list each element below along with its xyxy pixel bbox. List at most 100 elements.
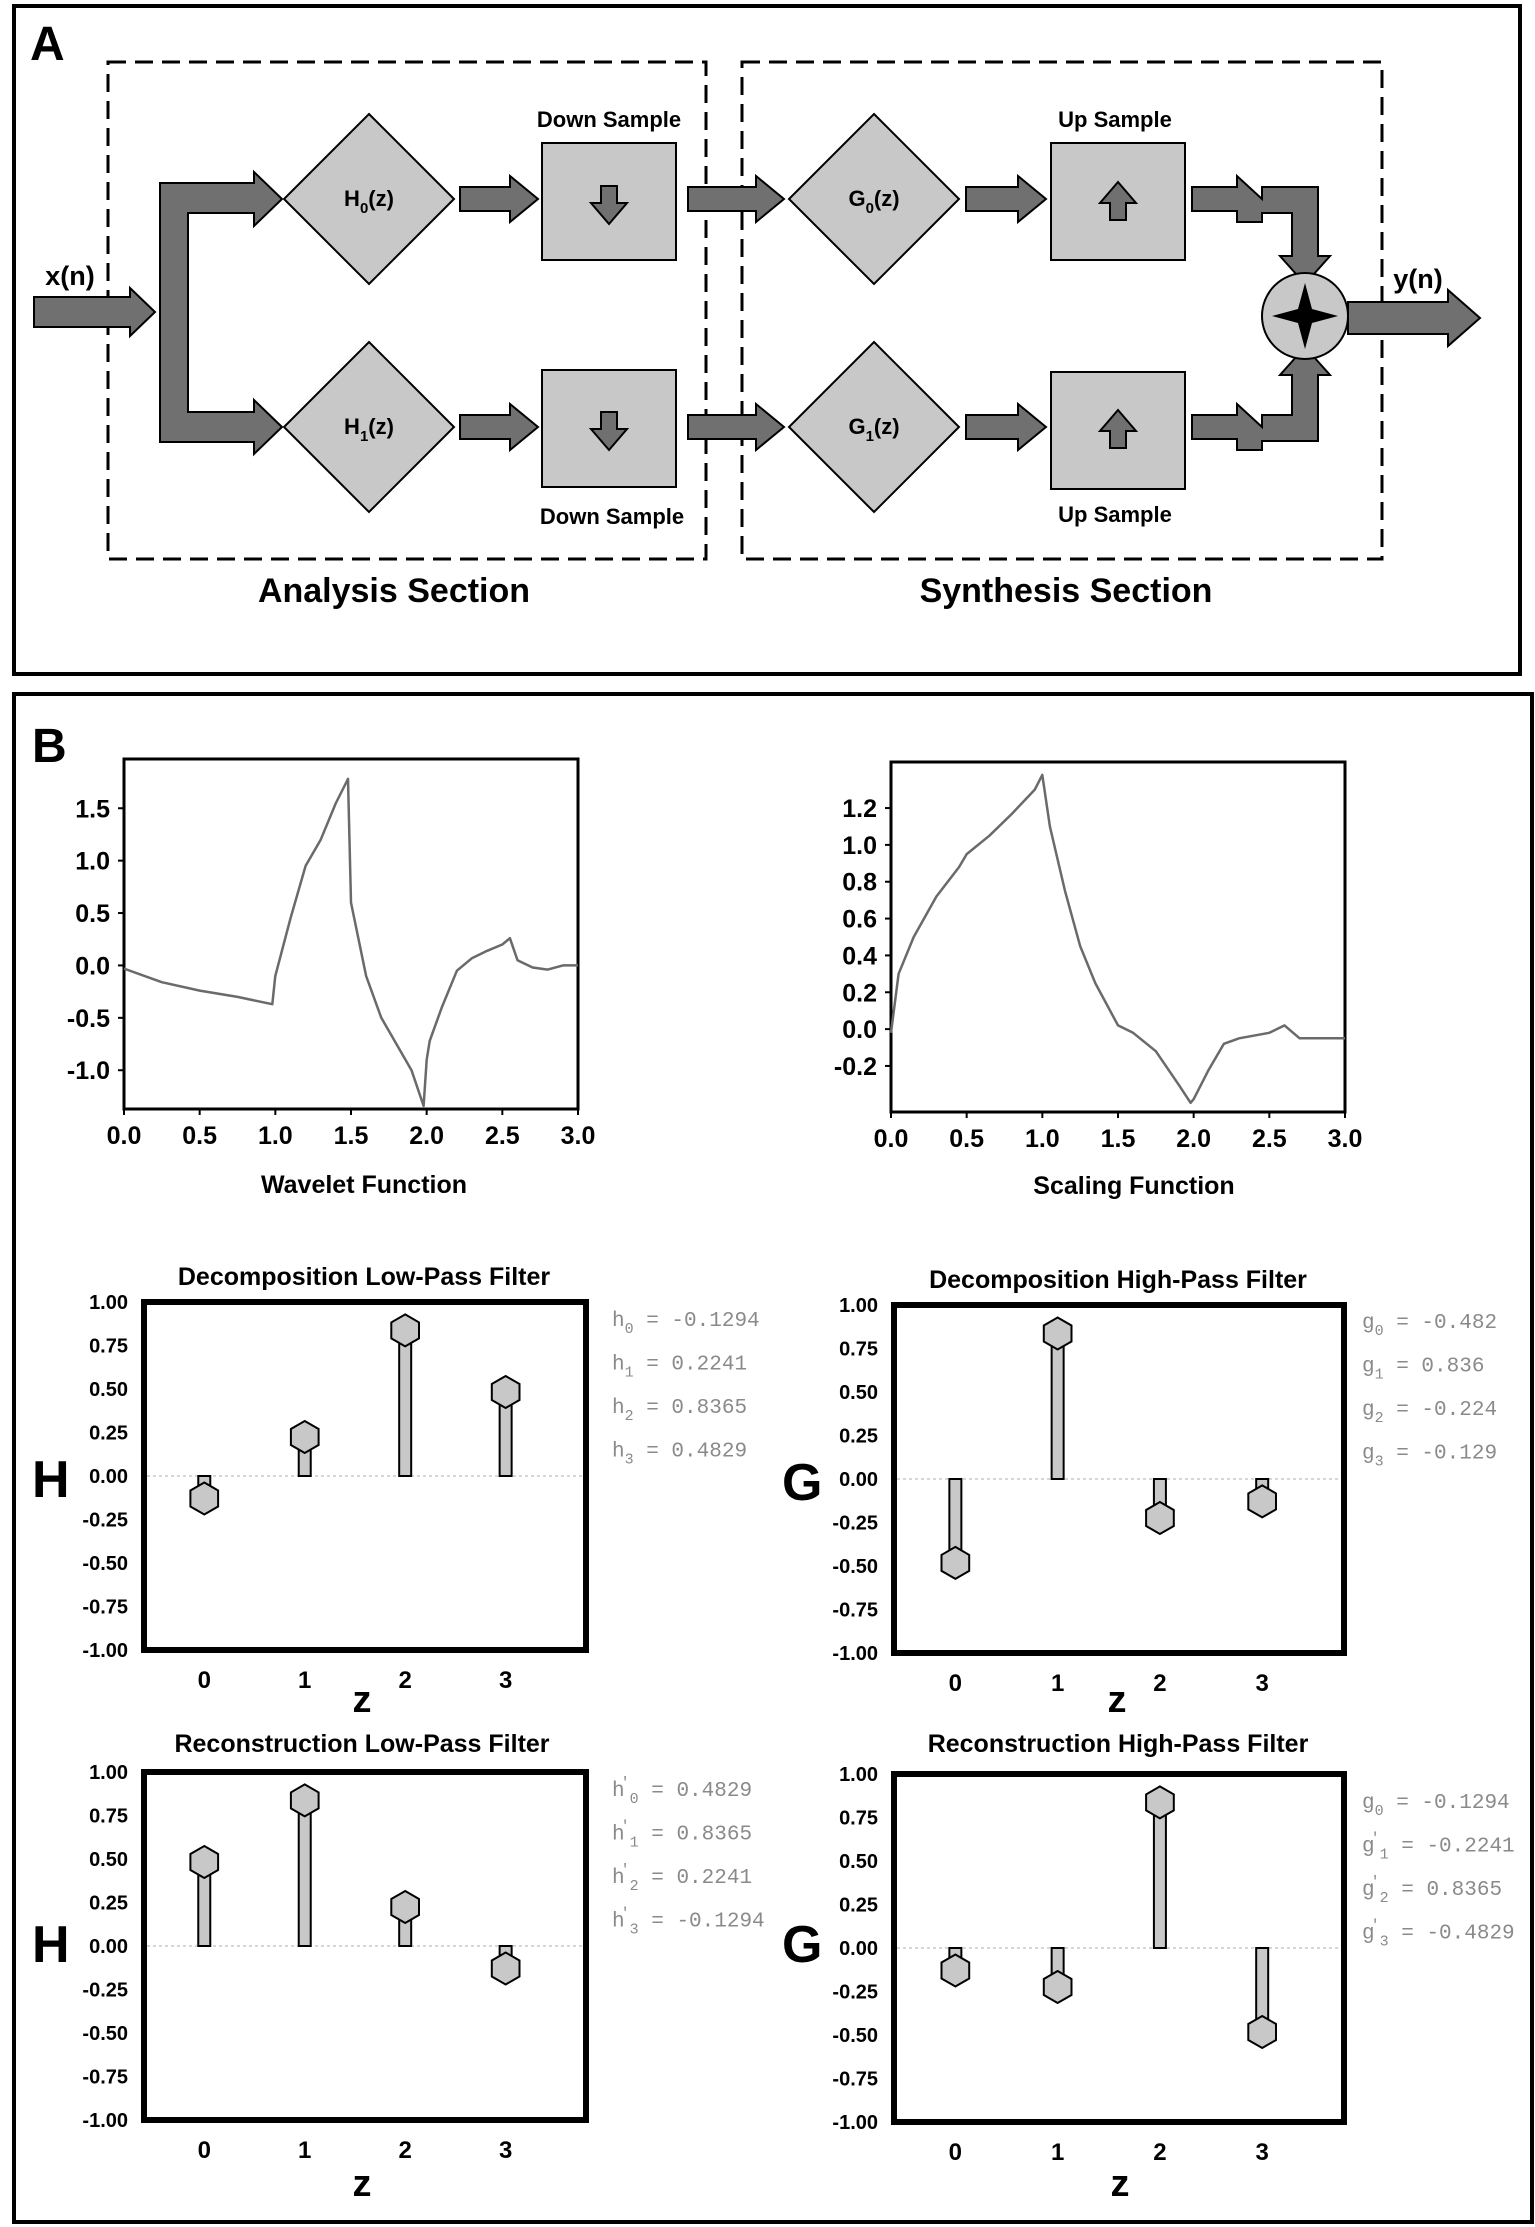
up-arrow-icon xyxy=(1097,180,1139,221)
dhp-stem-marker xyxy=(940,1545,971,1581)
dlp-chart: 1.000.750.500.250.00-0.25-0.50-0.75-1.00… xyxy=(82,1292,589,1694)
panel-a-label: A xyxy=(30,18,65,71)
rhp-ytick-label: -1.00 xyxy=(832,2112,878,2134)
wavelet-series-line xyxy=(123,777,578,1108)
scaling-ytick-label: 0.6 xyxy=(842,906,877,934)
rlp-title: Reconstruction Low-Pass Filter xyxy=(174,1730,549,1758)
dhp-stem xyxy=(1050,1332,1065,1481)
rlp-coef: h'1 = 0.8365 xyxy=(612,1819,752,1852)
dlp-ytick-label: 1.00 xyxy=(89,1292,128,1314)
wavelet-xtick-label: 2.5 xyxy=(485,1122,520,1150)
synthesis-section-title: Synthesis Section xyxy=(920,572,1213,610)
rhp-stem xyxy=(1152,1801,1167,1949)
rlp-xtick-label: 3 xyxy=(499,2137,512,2164)
panel-a: A Analysis Section Synthesis Section x(n… xyxy=(12,4,1522,676)
dlp-xtick-label: 3 xyxy=(499,1667,512,1694)
dhp-stem-marker xyxy=(1042,1316,1073,1351)
dlp-ytick-label: 0.75 xyxy=(89,1336,128,1358)
arrow-g1-to-up xyxy=(965,401,1048,453)
panel-b-label: B xyxy=(32,720,67,773)
dlp-coef: h2 = 0.8365 xyxy=(612,1397,747,1425)
dlp-ylabel: H xyxy=(32,1451,70,1509)
scaling-xtick-label: 2.0 xyxy=(1176,1125,1211,1153)
dhp-coef: g3 = -0.129 xyxy=(1362,1443,1497,1471)
dlp-ytick-label: -0.50 xyxy=(82,1553,128,1575)
dlp-stem-marker xyxy=(289,1419,320,1455)
rhp-ytick-label: 0.50 xyxy=(839,1851,878,1873)
up-arrow-icon xyxy=(1097,408,1139,449)
filter-g0-label: G0(z) xyxy=(848,186,899,217)
rlp-xtick-label: 1 xyxy=(298,2137,311,2164)
scaling-xtick-label: 0.0 xyxy=(874,1125,909,1153)
rlp-stem-marker xyxy=(490,1951,521,1986)
scaling-ytick-label: 0.8 xyxy=(842,869,877,897)
wavelet-xtick-label: 0.5 xyxy=(182,1122,217,1150)
scaling-ytick-label: 1.2 xyxy=(842,795,877,823)
wavelet-ytick-label: 1.5 xyxy=(75,795,110,823)
rlp-stem-marker xyxy=(189,1844,220,1880)
wavelet-ytick-label: 0.5 xyxy=(75,900,110,928)
filter-h0-label: H0(z) xyxy=(344,186,394,217)
rhp-ylabel: G xyxy=(782,1916,822,1974)
rhp-stem-marker xyxy=(1247,2014,1277,2050)
input-label: x(n) xyxy=(45,261,95,291)
wavelet-ytick-label: 1.0 xyxy=(75,848,110,876)
down-sample-bottom-label: Down Sample xyxy=(540,504,684,529)
dlp-ytick-label: 0.50 xyxy=(89,1379,128,1401)
scaling-xtick-label: 1.5 xyxy=(1101,1125,1136,1153)
rhp-ytick-label: -0.50 xyxy=(832,2025,878,2047)
rhp-coef: g'3 = -0.4829 xyxy=(1362,1918,1515,1951)
rhp-chart: 1.000.750.500.250.00-0.25-0.50-0.75-1.00… xyxy=(832,1764,1347,2166)
dhp-ytick-label: -1.00 xyxy=(832,1643,878,1665)
rhp-ytick-label: 0.75 xyxy=(839,1808,878,1830)
scaling-ytick-label: 1.0 xyxy=(842,832,877,860)
filter-h1-label: H1(z) xyxy=(344,414,394,445)
wavelet-ytick-label: 0.0 xyxy=(75,952,110,980)
wavelet-xtick-label: 0.0 xyxy=(107,1122,142,1150)
rhp-stem-marker xyxy=(1042,1969,1073,2005)
arrow-down-to-g0 xyxy=(687,173,786,225)
analysis-section-title: Analysis Section xyxy=(258,572,530,610)
scaling-xtick-label: 1.0 xyxy=(1025,1125,1060,1153)
rlp-stem-marker xyxy=(390,1889,420,1925)
filter-h0: H0(z) xyxy=(282,112,456,286)
arrow-down-to-g1 xyxy=(687,401,786,453)
rhp-ytick-label: 0.00 xyxy=(839,1938,878,1960)
rhp-coef: g'2 = 0.8365 xyxy=(1362,1874,1502,1907)
dlp-xlabel: z xyxy=(353,1679,372,1721)
scaling-ytick-label: -0.2 xyxy=(834,1053,877,1081)
dlp-xtick-label: 0 xyxy=(198,1667,211,1694)
summation-star-icon xyxy=(1272,283,1338,349)
rlp-coef: h'2 = 0.2241 xyxy=(612,1862,752,1895)
dlp-stem-marker xyxy=(490,1374,521,1410)
dhp-ytick-label: 0.00 xyxy=(839,1469,878,1491)
rlp-ytick-label: 0.75 xyxy=(89,1806,128,1828)
rlp-xlabel: z xyxy=(353,2163,372,2205)
scaling-ytick-label: 0.4 xyxy=(842,942,877,970)
dlp-coef: h0 = -0.1294 xyxy=(612,1310,760,1338)
rhp-title: Reconstruction High-Pass Filter xyxy=(928,1730,1309,1758)
rhp-stem-marker xyxy=(940,1953,971,1988)
rhp-xtick-label: 1 xyxy=(1051,2139,1064,2166)
dlp-stem xyxy=(398,1329,413,1477)
rlp-xtick-label: 0 xyxy=(198,2137,211,2164)
dlp-coef: h3 = 0.4829 xyxy=(612,1441,747,1469)
up-sample-top-label: Up Sample xyxy=(1058,107,1172,132)
arrow-h1-to-down xyxy=(459,401,540,453)
down-arrow-icon xyxy=(588,185,630,226)
dlp-ytick-label: -0.25 xyxy=(82,1510,128,1532)
dhp-ytick-label: -0.75 xyxy=(832,1600,878,1622)
synthesis-section-box xyxy=(740,60,1384,561)
wavelet-xtick-label: 1.0 xyxy=(258,1122,293,1150)
dhp-coef: g0 = -0.482 xyxy=(1362,1312,1497,1340)
dhp-ytick-label: 1.00 xyxy=(839,1295,878,1317)
rhp-ytick-label: -0.25 xyxy=(832,1982,878,2004)
wavelet-xtick-label: 2.0 xyxy=(409,1122,444,1150)
panel-a-frame xyxy=(12,4,1522,676)
rlp-ytick-label: 0.50 xyxy=(89,1849,128,1871)
dhp-stem-marker xyxy=(1247,1484,1277,1519)
